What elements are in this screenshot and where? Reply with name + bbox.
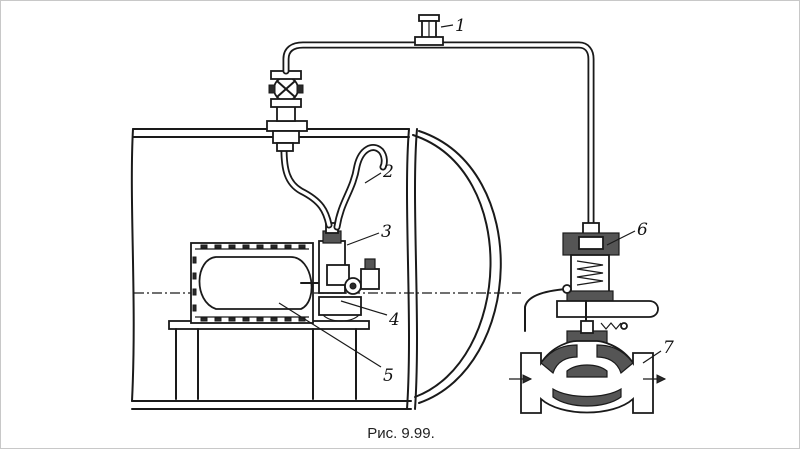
shutoff-valve: [268, 70, 304, 108]
label-4: 4: [388, 310, 400, 330]
label-3: 3: [381, 222, 392, 242]
control-tube: [524, 284, 572, 332]
figure-caption: Рис. 9.99.: [367, 425, 435, 442]
float-valve: [300, 222, 380, 322]
valve-body: [509, 320, 667, 414]
tank-body: [130, 128, 418, 410]
label-7: 7: [663, 338, 674, 358]
main-pipeline: [282, 41, 595, 229]
label-5: 5: [383, 366, 394, 386]
tank-end-cap: [412, 130, 502, 404]
deck-flange: [266, 104, 308, 152]
label-leaders: [278, 24, 662, 368]
label-1: 1: [455, 16, 466, 36]
vent-pipe: [333, 144, 388, 231]
pressure-regulator: [562, 222, 620, 302]
support-stand: [168, 320, 370, 400]
label-6: 6: [637, 220, 648, 240]
sight-glass: [414, 14, 444, 46]
float-capsule: [198, 256, 313, 310]
label-2: 2: [382, 162, 394, 182]
inner-pipe: [280, 145, 333, 229]
